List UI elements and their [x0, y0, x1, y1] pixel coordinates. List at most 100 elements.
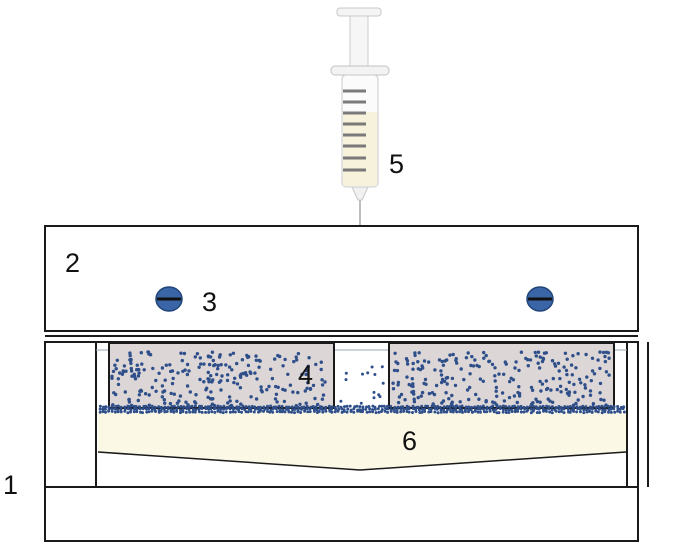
particle-dot: [323, 380, 327, 384]
particle-dot: [280, 404, 284, 408]
particle-dot: [320, 383, 325, 387]
particle-dot: [239, 402, 243, 406]
particle-dot: [571, 354, 575, 358]
particle-dot: [138, 407, 142, 411]
particle-dot: [246, 410, 250, 414]
particle-dot: [358, 405, 362, 409]
particle-dot: [468, 385, 472, 390]
particle-dot: [258, 409, 262, 413]
particle-dot: [157, 405, 161, 409]
particle-dot: [258, 359, 262, 363]
particle-dot: [336, 404, 340, 408]
particle-dot: [268, 410, 272, 414]
particle-dot: [609, 410, 613, 414]
particle-dot: [311, 405, 315, 408]
particle-dot: [296, 405, 300, 409]
particle-dot: [470, 410, 474, 414]
particle-dot: [273, 357, 277, 361]
particle-dot: [266, 404, 269, 408]
particle-dot: [330, 407, 334, 411]
particle-dot: [317, 410, 321, 413]
particle-dot: [558, 384, 563, 388]
particle-dot: [304, 372, 308, 377]
particle-dot: [290, 410, 293, 414]
particle-dot: [383, 409, 387, 413]
particle-dot: [416, 395, 420, 400]
particle-dot: [136, 398, 140, 403]
particle-dot: [314, 362, 318, 367]
particle-dot: [464, 356, 469, 360]
particle-dot: [327, 404, 331, 408]
particle-dot: [474, 392, 478, 397]
particle-dot: [175, 409, 179, 413]
particle-dot: [259, 388, 263, 392]
particle-dot: [420, 364, 424, 368]
particle-dot: [598, 350, 602, 354]
particle-dot: [470, 405, 473, 409]
particle-dot: [216, 409, 220, 413]
particle-dot: [440, 377, 445, 382]
particle-dot: [547, 407, 551, 411]
particle-dot: [616, 405, 620, 408]
particle-dot: [444, 376, 448, 380]
particle-dot: [597, 407, 601, 411]
particle-dot: [430, 404, 434, 408]
particle-dot: [343, 405, 346, 409]
particle-dot: [478, 407, 482, 411]
particle-dot: [154, 410, 157, 413]
particle-dot: [324, 409, 328, 413]
particle-dot: [147, 404, 151, 408]
particle-dot: [603, 359, 608, 364]
particle-dot: [592, 372, 597, 376]
particle-dot: [204, 388, 208, 392]
particle-dot: [135, 368, 139, 372]
particle-dot: [179, 408, 182, 412]
particle-dot: [330, 405, 334, 409]
particle-dot: [497, 372, 501, 376]
particle-dot: [154, 389, 158, 393]
particle-dot: [588, 409, 592, 413]
particle-dot: [604, 370, 609, 374]
particle-dot: [296, 351, 301, 356]
particle-dot: [439, 373, 444, 377]
particle-dot: [550, 359, 555, 363]
particle-dot: [210, 350, 215, 354]
particle-dot: [314, 405, 318, 409]
particle-dot: [104, 405, 108, 409]
particle-dot: [557, 407, 561, 411]
particle-dot: [211, 397, 215, 401]
particle-dot: [269, 367, 273, 371]
particle-dot: [216, 407, 220, 411]
particle-dot: [165, 410, 169, 413]
particle-dot: [426, 404, 430, 408]
particle-dot: [412, 400, 417, 404]
particle-dot: [305, 407, 309, 411]
particle-dot: [583, 383, 587, 387]
particle-dot: [469, 363, 473, 368]
particle-dot: [399, 410, 403, 414]
particle-dot: [471, 364, 476, 368]
particle-dot: [478, 377, 483, 381]
particle-dot: [237, 410, 241, 414]
particle-dot: [541, 404, 545, 408]
particle-dot: [124, 369, 128, 373]
particle-dot: [484, 353, 488, 358]
particle-dot: [464, 405, 468, 409]
particle-dot: [535, 411, 539, 415]
particle-dot: [244, 405, 248, 409]
particle-dot: [282, 399, 287, 404]
particle-dot: [618, 410, 622, 414]
particle-dot: [139, 351, 143, 355]
particle-dot: [295, 358, 299, 362]
particle-dot: [454, 358, 458, 363]
particle-dot: [462, 377, 466, 382]
particle-dot: [275, 400, 279, 404]
particle-dot: [479, 405, 482, 409]
particle-dot: [207, 380, 211, 384]
particle-dot: [595, 405, 598, 409]
particle-dot: [271, 407, 275, 411]
particle-dot: [514, 360, 518, 364]
particle-dot: [423, 410, 427, 413]
particle-dot: [126, 407, 130, 411]
particle-dot: [202, 380, 206, 384]
